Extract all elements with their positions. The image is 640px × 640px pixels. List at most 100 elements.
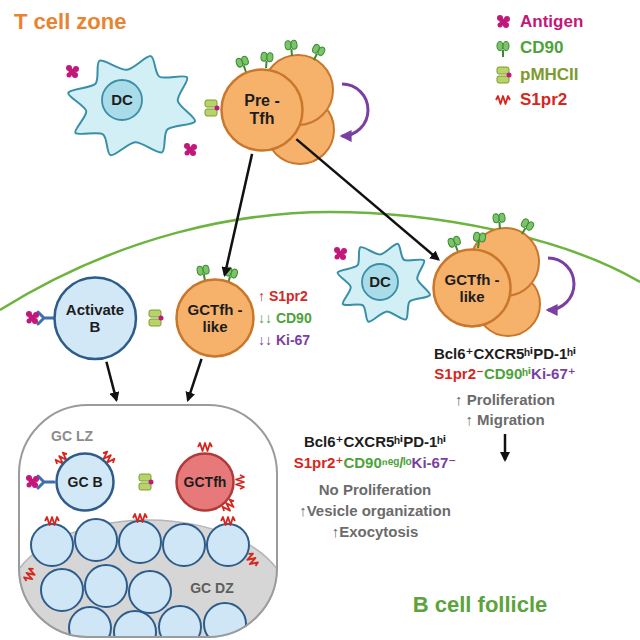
annotation-text: S1pr2⁻	[434, 365, 484, 382]
legend-text: CD90	[520, 39, 563, 58]
dendritic-cell: DC	[62, 50, 202, 162]
cell-body	[177, 454, 234, 511]
s1pr2-symbol	[133, 514, 147, 522]
legend-text: pMHCII	[520, 66, 579, 85]
text-row: ↓↓ CD90	[258, 310, 312, 326]
text-row: S1pr2⁺CD90ⁿᵉᵍ/ˡᵒKi-67⁻	[294, 454, 456, 471]
cell-body	[434, 250, 511, 327]
text-row: T cell zone	[14, 9, 126, 34]
annotation-text: ↑Vesicle organization	[299, 502, 451, 519]
gc-b-cell	[159, 606, 201, 638]
cell-label: GC B	[68, 474, 103, 490]
text-row: B cell follicle	[413, 592, 548, 617]
gc-b-cell	[114, 611, 156, 638]
cell-label: Pre -Tfh	[234, 92, 290, 129]
annotation-text: ↓↓ Ki-67	[258, 332, 310, 348]
legend-text: Antigen	[520, 13, 583, 32]
annotation-text: ↓↓ CD90	[258, 310, 312, 326]
gc-b-cell	[31, 524, 73, 566]
cd90-receptor	[260, 52, 273, 68]
cell-body	[54, 277, 135, 358]
proliferation-arrow	[548, 258, 574, 310]
cd90-receptor	[472, 232, 486, 249]
annotation-text: Bcl6⁺CXCR5ʰⁱPD-1ʰⁱ	[304, 433, 446, 450]
gc-b-cell	[75, 519, 117, 561]
dark-zone	[18, 514, 278, 638]
arrow-connector	[225, 154, 252, 275]
text-row: ↑Exocytosis	[332, 523, 419, 540]
antibody-symbol	[38, 312, 54, 324]
pre-tfh-cell: Pre -Tfh	[220, 68, 304, 152]
dark-zone-area	[18, 520, 278, 638]
text-row: ↑Vesicle organization	[299, 502, 451, 519]
text-row: S1pr2⁻CD90ʰⁱKi-67⁺	[434, 365, 575, 382]
cell-body	[57, 454, 114, 511]
cell-body	[177, 280, 254, 357]
cd90-receptor	[285, 40, 298, 56]
gctfh-like-cell: GCTfh -like	[432, 248, 512, 328]
cell-label: GCTfh	[184, 474, 227, 490]
cell-label: GCTfh -like	[187, 301, 243, 336]
s1pr2-symbol	[245, 552, 259, 568]
annotation-text: CD90ⁿᵉᵍ/ˡᵒ	[343, 454, 411, 471]
cell-label: GCTfh -like	[444, 271, 500, 306]
connectors	[106, 139, 438, 400]
cell-label: GC LZ	[51, 428, 93, 444]
b-cell: Activate B	[53, 276, 137, 360]
text-row: ↑ Migration	[465, 411, 544, 428]
arrow-connector	[296, 139, 438, 259]
cell-body	[222, 70, 303, 151]
gc-b-cell	[204, 603, 246, 638]
pmhcii-symbol	[149, 310, 164, 326]
s1pr2-symbol	[221, 517, 235, 525]
cell-label: GC DZ	[190, 580, 234, 596]
gctfh-like-cell: GCTfh -like	[175, 278, 255, 358]
antigen-symbol	[26, 311, 39, 324]
annotation-text: T cell zone	[14, 9, 126, 34]
cd90-receptor	[497, 42, 509, 58]
germinal-center: GC B GCTfh GC LZ GC DZ	[18, 404, 278, 638]
gc-b-cell	[129, 571, 171, 613]
arrow-connector	[106, 362, 116, 400]
nucleus	[362, 264, 398, 300]
antigen-symbol	[334, 247, 347, 260]
antigen-symbol	[184, 143, 197, 156]
antibody-symbol	[38, 476, 54, 488]
s1pr2-symbol	[23, 567, 37, 583]
gc-b-cell	[119, 521, 161, 563]
gc-b-cell	[207, 524, 249, 566]
migration-arrow	[504, 434, 507, 460]
gc-b-cell	[41, 569, 83, 611]
text-row: ↑ Proliferation	[455, 391, 555, 408]
pmhcii-symbol	[139, 474, 154, 490]
annotation-text: B cell follicle	[413, 592, 548, 617]
proliferation-arrow	[342, 84, 368, 136]
annotation-text: Bcl6⁺CXCR5ʰⁱPD-1ʰⁱ	[434, 345, 576, 362]
cd90-receptor	[493, 213, 506, 229]
s1pr2-symbol	[496, 96, 510, 104]
antigen-symbol	[497, 15, 510, 28]
text-row: No Proliferation	[319, 481, 432, 498]
dendritic-body	[68, 56, 195, 155]
gc-b-cell	[163, 524, 205, 566]
cell-label: Activate B	[62, 301, 128, 336]
s1pr2-symbol	[236, 475, 244, 489]
s1pr2-symbol	[198, 443, 212, 451]
annotation-text: ↑Exocytosis	[332, 523, 419, 540]
text-row: ↑ S1pr2	[258, 288, 308, 304]
text-row: Bcl6⁺CXCR5ʰⁱPD-1ʰⁱ	[304, 433, 446, 450]
antigen-symbol	[66, 65, 79, 78]
cd90-receptor	[517, 218, 535, 237]
cd90-receptor	[309, 43, 326, 62]
arrow-connector	[188, 359, 202, 400]
gctfh-cell: GCTfh	[175, 452, 235, 512]
dendritic-cell: DC	[332, 238, 436, 328]
nucleus	[102, 80, 142, 120]
annotation-text: ↑ Proliferation	[455, 391, 555, 408]
legend-text: S1pr2	[520, 91, 567, 110]
gc-b-cell	[69, 607, 111, 638]
annotation-text: ↑ Migration	[465, 411, 544, 428]
cell-label: DC	[369, 273, 391, 290]
cell-label: DC	[111, 91, 133, 108]
